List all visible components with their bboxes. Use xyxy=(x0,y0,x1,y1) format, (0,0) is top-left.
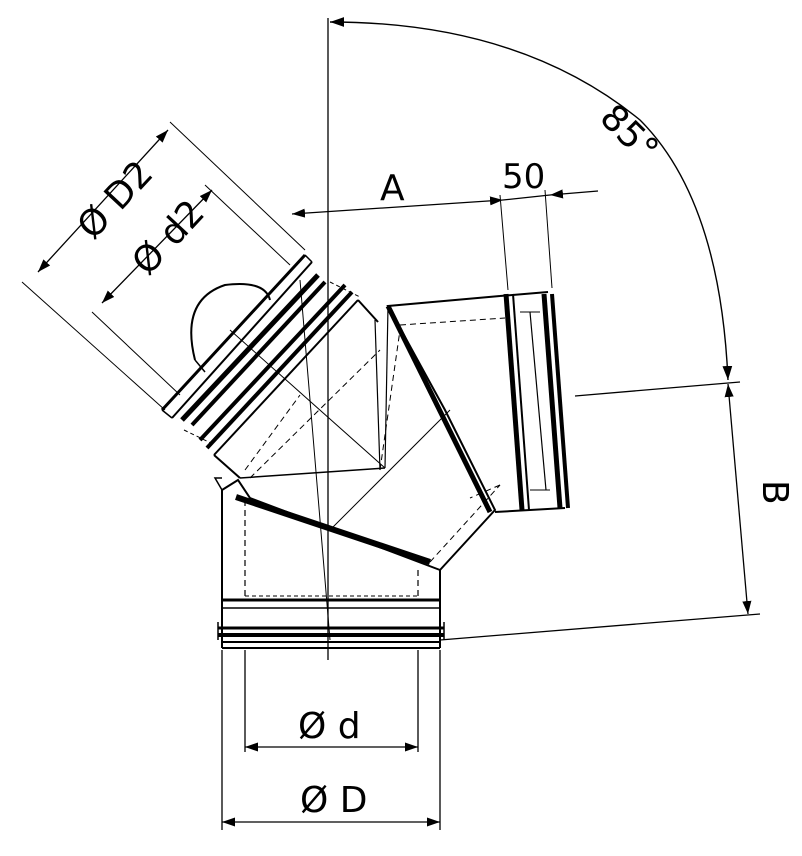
dimension-lines xyxy=(37,129,761,830)
angle-dimension xyxy=(329,17,733,381)
label-B: B xyxy=(754,480,795,505)
elbow-body xyxy=(213,279,506,641)
label-phi-D: Ø D xyxy=(300,780,368,821)
label-A: A xyxy=(380,168,405,209)
label-angle-85: 85° xyxy=(592,97,666,171)
label-phi-d: Ø d xyxy=(298,706,361,747)
right-branch xyxy=(494,189,570,513)
bottom-pipe xyxy=(217,478,445,649)
angled-branch xyxy=(21,121,379,479)
label-50: 50 xyxy=(502,157,545,197)
